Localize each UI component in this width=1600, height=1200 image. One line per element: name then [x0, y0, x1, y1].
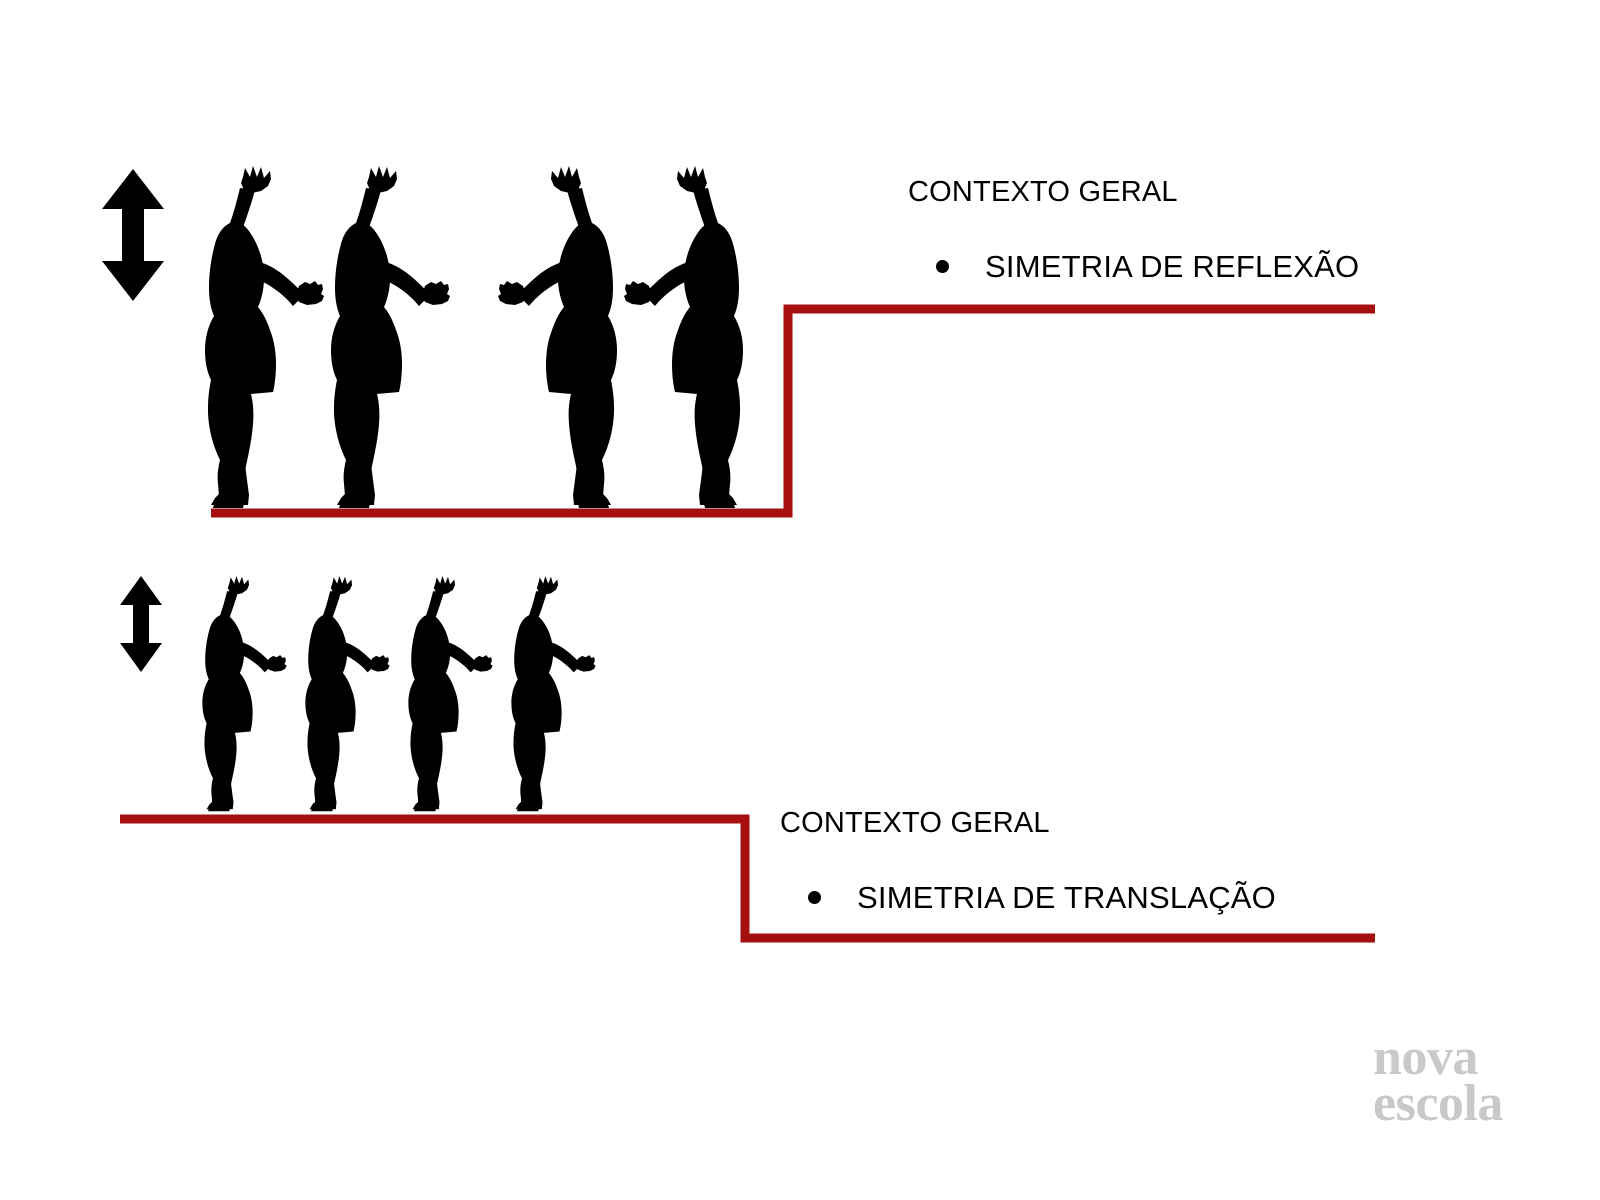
person-silhouette-2	[322, 166, 452, 509]
bullet-dot-icon	[808, 891, 821, 904]
bullet-item-translation: SIMETRIA DE TRANSLAÇÃO	[808, 882, 1276, 913]
logo-line-nova: nova	[1373, 1029, 1478, 1086]
person-silhouette-7	[402, 576, 494, 812]
double-arrow-vertical-icon-top	[100, 169, 166, 306]
bullet-label-translation: SIMETRIA DE TRANSLAÇÃO	[857, 880, 1276, 915]
context-title-top: CONTEXTO GERAL	[908, 176, 1178, 208]
person-silhouette-3-mirrored	[496, 166, 626, 509]
person-silhouette-4-mirrored	[622, 166, 752, 509]
person-silhouette-6	[299, 576, 391, 812]
context-block-reflection: CONTEXTO GERAL SIMETRIA DE REFLEXÃO	[908, 176, 1359, 283]
context-title-bottom: CONTEXTO GERAL	[780, 807, 1050, 839]
nova-escola-logo: nova escola	[1373, 1029, 1573, 1132]
person-silhouette-5	[196, 576, 288, 812]
bullet-dot-icon	[936, 260, 949, 273]
bullet-label-reflection: SIMETRIA DE REFLEXÃO	[985, 249, 1360, 284]
person-silhouette-8	[505, 576, 597, 812]
bullet-item-reflection: SIMETRIA DE REFLEXÃO	[936, 251, 1359, 282]
logo-line-escola: escola	[1373, 1074, 1503, 1132]
double-arrow-vertical-icon-bottom	[118, 576, 164, 677]
person-silhouette-1	[196, 166, 326, 509]
context-block-translation: CONTEXTO GERAL SIMETRIA DE TRANSLAÇÃO	[780, 807, 1276, 914]
